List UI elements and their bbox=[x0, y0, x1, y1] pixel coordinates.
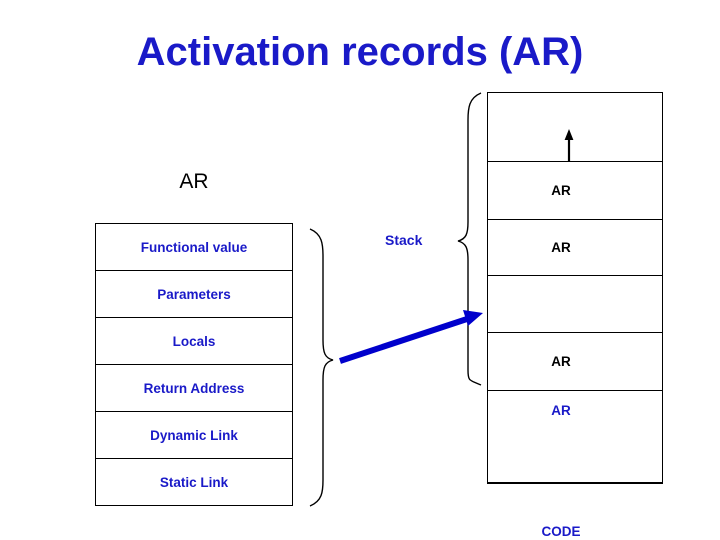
memory-row-label: AR bbox=[551, 403, 571, 418]
ar-field-return-address: Return Address bbox=[96, 365, 292, 412]
ar-field-label: Parameters bbox=[157, 286, 231, 302]
ar-field-label: Return Address bbox=[143, 380, 245, 396]
curly-brace-right-icon bbox=[309, 228, 334, 507]
ar-field-label: Functional value bbox=[140, 239, 248, 255]
ar-field-dynamic-link: Dynamic Link bbox=[96, 412, 292, 459]
memory-row-label: AR bbox=[551, 183, 571, 198]
ar-field-label: Dynamic Link bbox=[150, 427, 238, 443]
stack-label: Stack bbox=[385, 232, 423, 248]
memory-row-label: AR bbox=[551, 354, 571, 369]
memory-row-ar-2: AR bbox=[488, 220, 662, 276]
memory-row-code: CODE bbox=[488, 483, 662, 540]
ar-field-functional-value: Functional value bbox=[96, 224, 292, 271]
memory-row-ar-3: AR bbox=[488, 333, 662, 391]
memory-row-ar-1: AR bbox=[488, 162, 662, 220]
ar-field-locals: Locals bbox=[96, 318, 292, 365]
ar-field-static-link: Static Link bbox=[96, 459, 292, 505]
memory-layout-table: AR AR AR AR CODE bbox=[487, 92, 663, 539]
memory-row-label: CODE bbox=[541, 523, 581, 539]
ar-field-label: Static Link bbox=[159, 474, 229, 490]
memory-row-label: AR bbox=[551, 240, 571, 255]
ar-field-label: Locals bbox=[172, 333, 216, 349]
activation-record-caption: AR bbox=[179, 170, 209, 193]
memory-row-free bbox=[488, 93, 662, 162]
memory-row-ar-4: AR bbox=[488, 391, 662, 483]
diagonal-arrow-icon bbox=[339, 310, 483, 364]
ar-field-parameters: Parameters bbox=[96, 271, 292, 318]
page-title: Activation records (AR) bbox=[136, 30, 584, 74]
activation-record-table: Functional value Parameters Locals Retur… bbox=[95, 223, 293, 506]
memory-row-blank bbox=[488, 276, 662, 333]
curly-brace-left-icon bbox=[457, 92, 482, 386]
